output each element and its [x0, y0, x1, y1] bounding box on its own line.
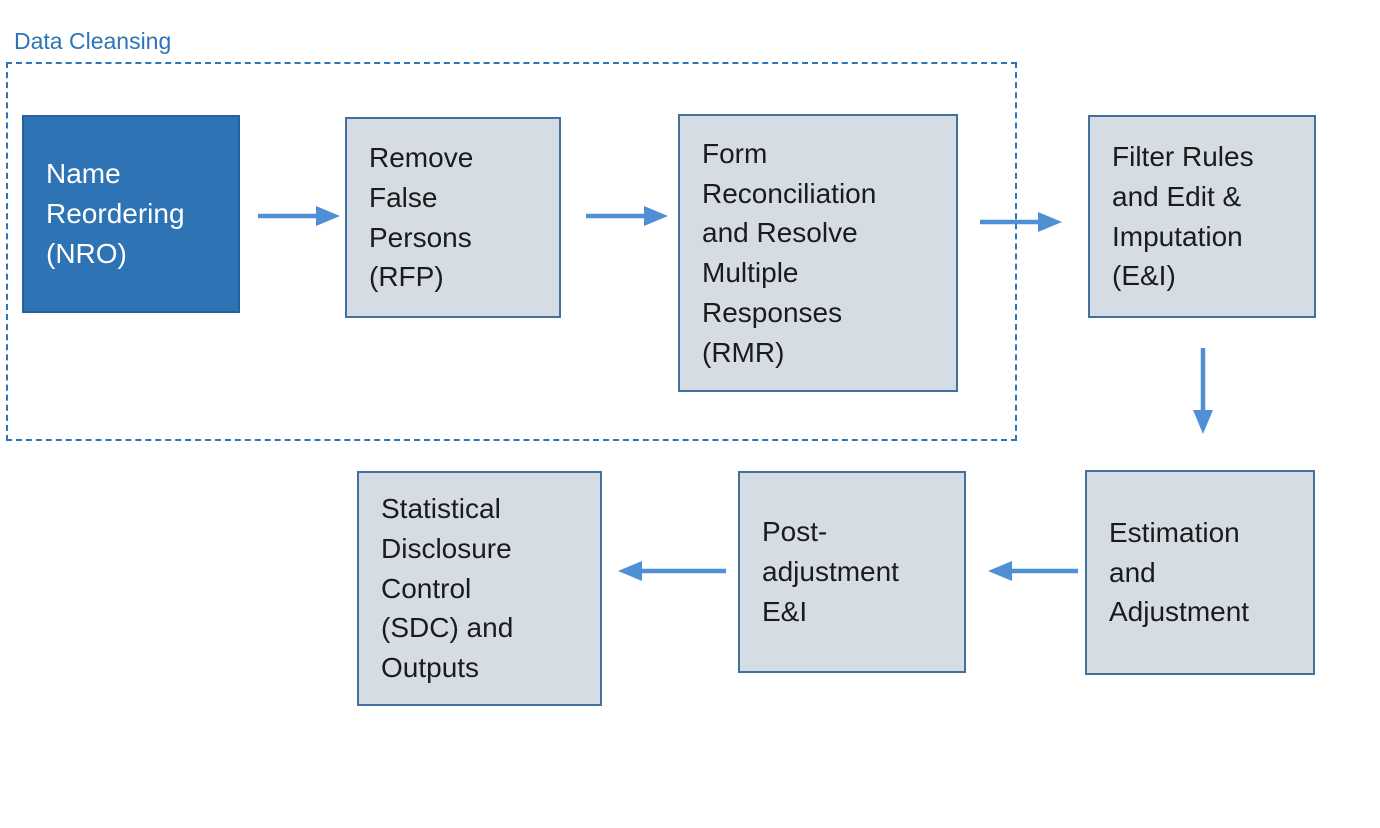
arrow-post-to-sdc-left-icon	[618, 561, 726, 581]
node-form-reconciliation: Form Reconciliation and Resolve Multiple…	[678, 114, 958, 392]
node-label: Remove False Persons (RFP)	[369, 142, 474, 293]
data-cleansing-group-outline	[6, 62, 1017, 441]
node-estimation-adjustment: Estimation and Adjustment	[1085, 470, 1315, 675]
node-filter-rules-edit-imputation: Filter Rules and Edit & Imputation (E&I)	[1088, 115, 1316, 318]
node-remove-false-persons: Remove False Persons (RFP)	[345, 117, 561, 318]
node-label: Filter Rules and Edit & Imputation (E&I)	[1112, 141, 1254, 292]
node-label: Post- adjustment E&I	[762, 516, 899, 627]
arrow-ei-to-estimation-down-icon	[1193, 348, 1213, 434]
arrow-nro-to-rfp-right-icon	[258, 206, 340, 226]
arrow-estimation-to-post-left-icon	[988, 561, 1078, 581]
node-label: Statistical Disclosure Control (SDC) and…	[381, 493, 514, 684]
group-label-data-cleansing: Data Cleansing	[14, 28, 172, 54]
node-statistical-disclosure-control: Statistical Disclosure Control (SDC) and…	[357, 471, 602, 706]
node-label: Form Reconciliation and Resolve Multiple…	[702, 137, 877, 368]
arrow-rfp-to-rmr-right-icon	[586, 206, 668, 226]
node-label: Estimation and Adjustment	[1109, 516, 1250, 628]
node-label: Name Reordering (NRO)	[46, 158, 185, 269]
arrow-rmr-to-ei-right-icon	[980, 212, 1062, 232]
node-name-reordering: Name Reordering (NRO)	[22, 115, 240, 313]
node-post-adjustment-ei: Post- adjustment E&I	[738, 471, 966, 673]
